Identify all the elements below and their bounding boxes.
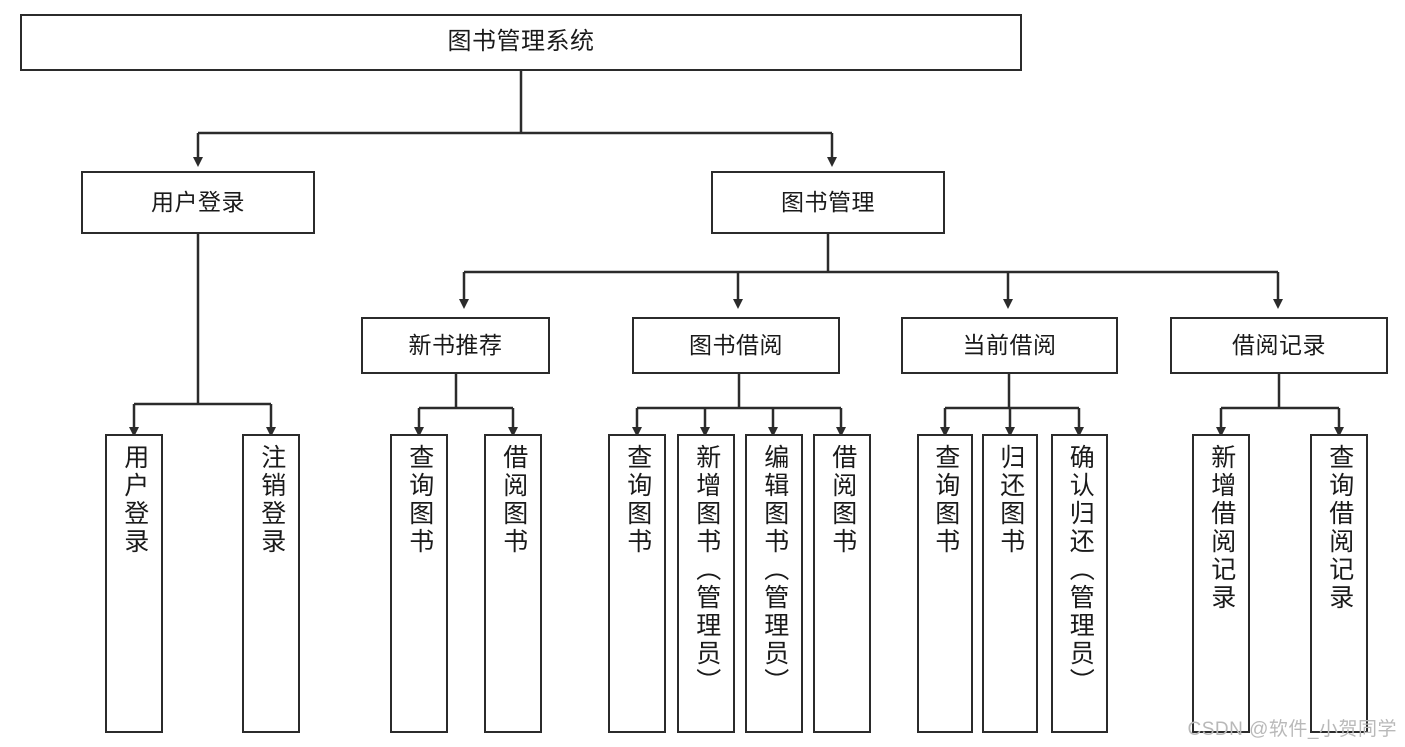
node-book-management-label: 图书管理 <box>781 188 875 215</box>
node-root[interactable]: 图书管理系统 <box>20 14 1022 71</box>
node-book-borrow[interactable]: 图书借阅 <box>632 317 840 374</box>
leaf-query-book-borrow[interactable]: 查询图书 <box>608 434 666 733</box>
leaf-query-book-current[interactable]: 查询图书 <box>917 434 973 733</box>
leaf-return-book-label: 归还图书 <box>996 444 1025 556</box>
node-user-login-label: 用户登录 <box>151 188 245 215</box>
leaf-add-book-admin[interactable]: 新增图书（管理员） <box>677 434 735 733</box>
watermark: CSDN @软件_小贺同学 <box>1187 719 1397 740</box>
leaf-query-book-recommend-label: 查询图书 <box>405 444 434 556</box>
node-book-management[interactable]: 图书管理 <box>711 171 945 234</box>
leaf-query-borrow-record[interactable]: 查询借阅记录 <box>1310 434 1368 733</box>
leaf-borrow-book-recommend[interactable]: 借阅图书 <box>484 434 542 733</box>
leaf-query-borrow-record-label: 查询借阅记录 <box>1325 444 1354 612</box>
node-current-borrow-label: 当前借阅 <box>962 331 1057 358</box>
node-borrow-record[interactable]: 借阅记录 <box>1170 317 1388 374</box>
leaf-user-login-label: 用户登录 <box>120 444 149 556</box>
leaf-logout[interactable]: 注销登录 <box>242 434 300 733</box>
node-book-borrow-label: 图书借阅 <box>689 331 783 358</box>
leaf-add-book-admin-label: 新增图书（管理员） <box>692 444 721 696</box>
leaf-return-book[interactable]: 归还图书 <box>982 434 1038 733</box>
node-current-borrow[interactable]: 当前借阅 <box>901 317 1118 374</box>
leaf-query-book-recommend[interactable]: 查询图书 <box>390 434 448 733</box>
node-root-label: 图书管理系统 <box>447 28 595 56</box>
leaf-logout-label: 注销登录 <box>257 444 286 556</box>
leaf-add-borrow-record-label: 新增借阅记录 <box>1207 444 1236 612</box>
leaf-query-book-borrow-label: 查询图书 <box>623 444 652 556</box>
leaf-add-borrow-record[interactable]: 新增借阅记录 <box>1192 434 1250 733</box>
leaf-borrow-book-label: 借阅图书 <box>828 444 857 556</box>
leaf-confirm-return-admin[interactable]: 确认归还（管理员） <box>1051 434 1108 733</box>
node-borrow-record-label: 借阅记录 <box>1232 331 1326 358</box>
leaf-query-book-current-label: 查询图书 <box>931 444 960 556</box>
leaf-borrow-book-recommend-label: 借阅图书 <box>499 444 528 556</box>
node-new-book-recommend[interactable]: 新书推荐 <box>361 317 550 374</box>
leaf-borrow-book[interactable]: 借阅图书 <box>813 434 871 733</box>
node-new-book-recommend-label: 新书推荐 <box>408 331 503 358</box>
leaf-edit-book-admin[interactable]: 编辑图书（管理员） <box>745 434 803 733</box>
leaf-edit-book-admin-label: 编辑图书（管理员） <box>760 444 789 696</box>
leaf-confirm-return-admin-label: 确认归还（管理员） <box>1066 444 1095 696</box>
node-user-login[interactable]: 用户登录 <box>81 171 315 234</box>
leaf-user-login[interactable]: 用户登录 <box>105 434 163 733</box>
